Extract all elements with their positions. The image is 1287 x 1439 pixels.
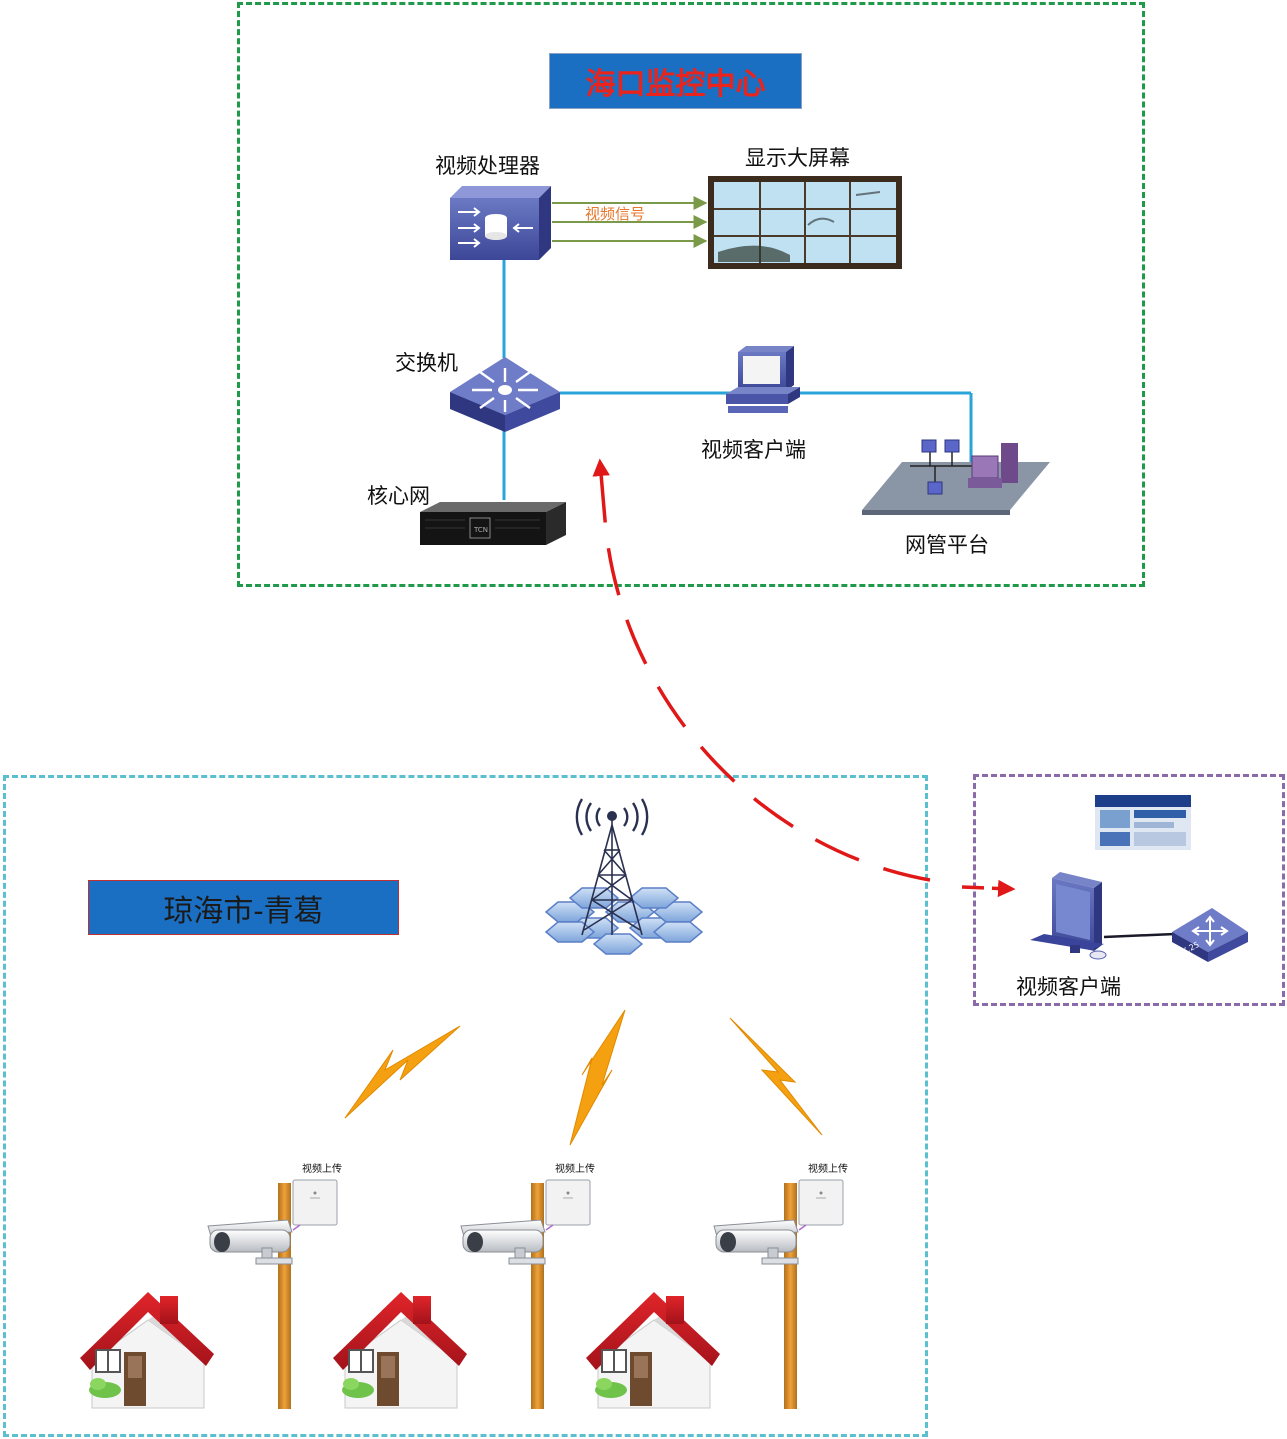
field-site-group	[3, 775, 928, 1437]
nms-platform-icon	[862, 439, 1050, 515]
house-icon	[586, 1292, 720, 1409]
surveillance-camera-icon	[713, 1219, 799, 1265]
center-title-banner: 海口监控中心	[549, 53, 802, 109]
house-icon	[333, 1292, 467, 1409]
field-title-banner: 琼海市-青葛	[88, 880, 399, 935]
core-network-rack-icon: TCN	[420, 502, 566, 545]
surveillance-camera-icon	[460, 1219, 546, 1265]
upload-label: 视频上传	[555, 1164, 595, 1175]
network-links	[502, 258, 973, 500]
video-signal-label: 视频信号	[585, 205, 646, 223]
center-title: 海口监控中心	[585, 67, 766, 102]
video-client-label: 视频客户端	[701, 438, 806, 462]
utility-pole	[531, 1183, 544, 1409]
monitoring-center-group	[237, 2, 1145, 587]
remote-screen-thumbnail-icon	[1095, 795, 1191, 850]
core-network-label: 核心网	[367, 484, 430, 508]
x25-switch-icon: X.25	[1172, 908, 1248, 962]
wireless-uplink-arrow	[592, 458, 931, 882]
lightning-bolt-icon	[729, 1017, 823, 1136]
utility-pole	[278, 1183, 291, 1409]
upload-label: 视频上传	[302, 1164, 342, 1175]
surveillance-camera-icon	[207, 1219, 293, 1265]
base-station-tower-icon	[544, 798, 704, 955]
wireless-access-point-icon	[545, 1179, 591, 1231]
nms-platform-label: 网管平台	[905, 533, 989, 557]
field-site-unit	[333, 1179, 591, 1409]
house-icon	[80, 1292, 214, 1409]
utility-pole	[784, 1183, 797, 1409]
remote-video-client-label: 视频客户端	[1016, 975, 1121, 999]
lightning-bolt-icon	[344, 1025, 461, 1119]
switch-icon	[450, 357, 560, 432]
display-wall-label: 显示大屏幕	[745, 146, 850, 170]
video-client-computer-icon	[726, 346, 800, 413]
lightning-bolt-icon	[569, 1009, 626, 1146]
remote-client-group	[973, 774, 1285, 1006]
field-site-unit	[80, 1179, 338, 1409]
svg-text:TCN: TCN	[473, 526, 488, 534]
display-wall-icon	[708, 176, 902, 269]
upload-label: 视频上传	[808, 1164, 848, 1175]
video-signal-arrows	[552, 196, 708, 248]
video-processor-label: 视频处理器	[435, 154, 540, 178]
field-site-unit	[586, 1179, 844, 1409]
remote-arrow	[961, 879, 1016, 898]
field-sites	[80, 1179, 844, 1409]
wireless-access-point-icon	[798, 1179, 844, 1231]
wireless-access-point-icon	[292, 1179, 338, 1231]
wireless-signal-bolts	[344, 1009, 823, 1146]
switch-label: 交换机	[395, 351, 458, 375]
video-processor-icon	[450, 186, 551, 260]
remote-computer-icon	[1030, 872, 1176, 960]
field-title: 琼海市-青葛	[163, 893, 324, 929]
